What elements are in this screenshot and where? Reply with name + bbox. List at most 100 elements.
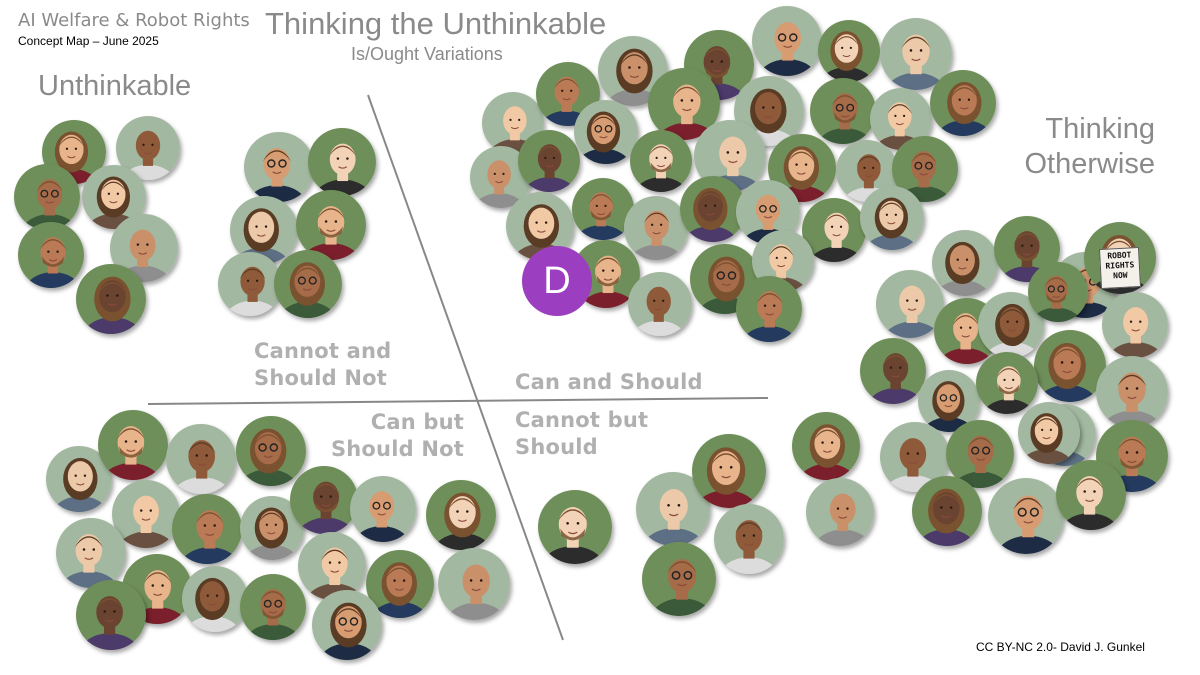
quadrant-label-can-and-should: Can and Should [515, 370, 703, 394]
portrait-avatar [680, 176, 746, 242]
portrait-image [860, 338, 926, 404]
portrait-image [912, 476, 982, 546]
region-label-thinking-otherwise: Thinking Otherwise [1015, 112, 1155, 183]
portrait-image [18, 222, 84, 288]
portrait-image [46, 446, 112, 512]
portrait-image [218, 252, 282, 316]
portrait-avatar [274, 250, 342, 318]
portrait-avatar [1102, 292, 1168, 358]
region-label-line: Thinking [1045, 113, 1155, 145]
concept-map-header-title: AI Welfare & Robot Rights [18, 10, 250, 31]
portrait-avatar [1056, 460, 1126, 530]
portrait-image [630, 130, 692, 192]
portrait-image [296, 190, 366, 260]
portrait-image [572, 178, 634, 240]
portrait-avatar [624, 196, 688, 260]
portrait-avatar [810, 78, 876, 144]
portrait-image [642, 542, 716, 616]
portrait-image [312, 590, 382, 660]
portrait-image [876, 270, 944, 338]
portrait-image [350, 476, 416, 542]
portrait-image [1018, 402, 1080, 464]
portrait-avatar [426, 480, 496, 550]
quadrant-label-line: Should Not [330, 437, 464, 462]
portrait-image [806, 478, 874, 546]
portrait-image [426, 480, 496, 550]
horizontal-axis-line [147, 397, 769, 405]
portrait-image [624, 196, 688, 260]
quadrant-label-can-but-should-not: Can but Should Not [320, 409, 464, 464]
portrait-avatar [752, 6, 822, 76]
portrait-image [870, 88, 932, 150]
portrait-image [240, 574, 306, 640]
portrait-avatar [860, 338, 926, 404]
portrait-image [230, 196, 298, 264]
portrait-avatar [236, 416, 306, 486]
portrait-image [298, 532, 366, 600]
portrait-image [932, 230, 998, 296]
portrait-image [76, 580, 146, 650]
portrait-avatar [244, 132, 314, 202]
portrait-avatar [230, 196, 298, 264]
portrait-avatar [18, 222, 84, 288]
portrait-avatar [932, 230, 998, 296]
portrait-avatar [714, 504, 784, 574]
portrait-image [14, 164, 80, 230]
portrait-avatar [930, 70, 996, 136]
portrait-avatar [538, 490, 612, 564]
portrait-avatar [76, 580, 146, 650]
region-label-unthinkable: Unthinkable [38, 70, 192, 102]
portrait-image [166, 424, 236, 494]
portrait-avatar [1018, 402, 1080, 464]
portrait-image [1102, 292, 1168, 358]
portrait-image [690, 244, 760, 314]
portrait-image [538, 490, 612, 564]
portrait-avatar [46, 446, 112, 512]
portrait-image [860, 186, 924, 250]
portrait-avatar [628, 272, 692, 336]
portrait-avatar [82, 165, 146, 229]
portrait-image [274, 250, 342, 318]
portrait-image [56, 518, 126, 588]
portrait-avatar [14, 164, 80, 230]
portrait-image [182, 566, 248, 632]
sign-word: NOW [1112, 270, 1128, 281]
portrait-image [574, 100, 638, 164]
portrait-avatar [1096, 356, 1168, 428]
portrait-image [1096, 356, 1168, 428]
portrait-image [892, 136, 958, 202]
portrait-image [518, 130, 580, 192]
portrait-avatar [56, 518, 126, 588]
portrait-avatar [876, 270, 944, 338]
portrait-avatar [290, 466, 358, 534]
portrait-image [836, 140, 898, 202]
map-title: Thinking the Unthinkable [265, 6, 607, 41]
portrait-image [752, 6, 822, 76]
portrait-image [976, 352, 1038, 414]
region-label-line: Otherwise [1024, 148, 1155, 181]
portrait-avatar [988, 478, 1064, 554]
concept-map-header-subtitle: Concept Map – June 2025 [18, 34, 159, 48]
portrait-image [810, 78, 876, 144]
quadrant-label-line: Cannot and [254, 339, 392, 363]
portrait-avatar [806, 478, 874, 546]
portrait-avatar [312, 590, 382, 660]
portrait-avatar [350, 476, 416, 542]
portrait-image [82, 165, 146, 229]
portrait-image [692, 434, 766, 508]
portrait-image [880, 422, 950, 492]
portrait-image [236, 416, 306, 486]
quadrant-label-line: Can but [370, 410, 464, 434]
license-credit: CC BY-NC 2.0- David J. Gunkel [976, 640, 1145, 654]
portrait-image [736, 276, 802, 342]
portrait-avatar [836, 140, 898, 202]
portrait-avatar [630, 130, 692, 192]
portrait-image [714, 504, 784, 574]
diagonal-axis-line [367, 94, 564, 641]
portrait-avatar [574, 100, 638, 164]
portrait-image [680, 176, 746, 242]
portrait-avatar [296, 190, 366, 260]
portrait-avatar [1028, 262, 1088, 322]
portrait-image [1056, 460, 1126, 530]
